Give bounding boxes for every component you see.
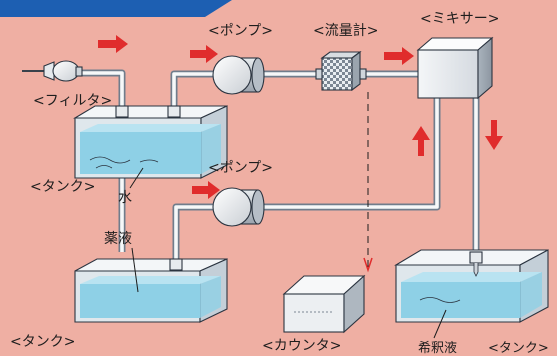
arrow-right-2 [190,45,218,63]
pipes [78,69,480,276]
mixer-label: <ミキサー> [420,11,499,27]
signal-arrowhead [363,257,373,273]
water-leader [129,167,144,189]
filter [22,60,83,82]
diluted-label: 希釈液 [418,341,457,356]
tank-chemical [74,258,228,323]
counter [282,274,366,334]
tank-chemical-label: <タンク> [10,334,75,350]
flowmeter-label: <流量計> [313,23,378,39]
arrow-right-3 [384,47,414,65]
tank-diluted [394,249,549,323]
pump-bottom-label: <ポンプ> [208,160,273,176]
arrow-up [412,126,430,156]
pump-top [212,55,265,95]
water-label: 水 [118,190,132,206]
tank-water [73,105,228,179]
pump-top-label: <ポンプ> [208,23,273,39]
arrow-right-1 [98,35,128,53]
counter-label: <カウンタ> [262,338,341,354]
flowmeter [315,50,367,92]
chemical-label: 薬液 [104,231,132,247]
tank-water-label: <タンク> [30,179,95,195]
mixer [416,36,494,100]
diluted-leader [433,309,447,339]
arrow-down [485,120,503,150]
filter-label: <フィルタ> [33,93,112,109]
title-banner [0,0,232,17]
chemical-leader [131,247,139,293]
tank-diluted-label: <タンク> [488,341,549,356]
pump-bottom [212,187,265,227]
arrow-right-4 [192,181,220,199]
